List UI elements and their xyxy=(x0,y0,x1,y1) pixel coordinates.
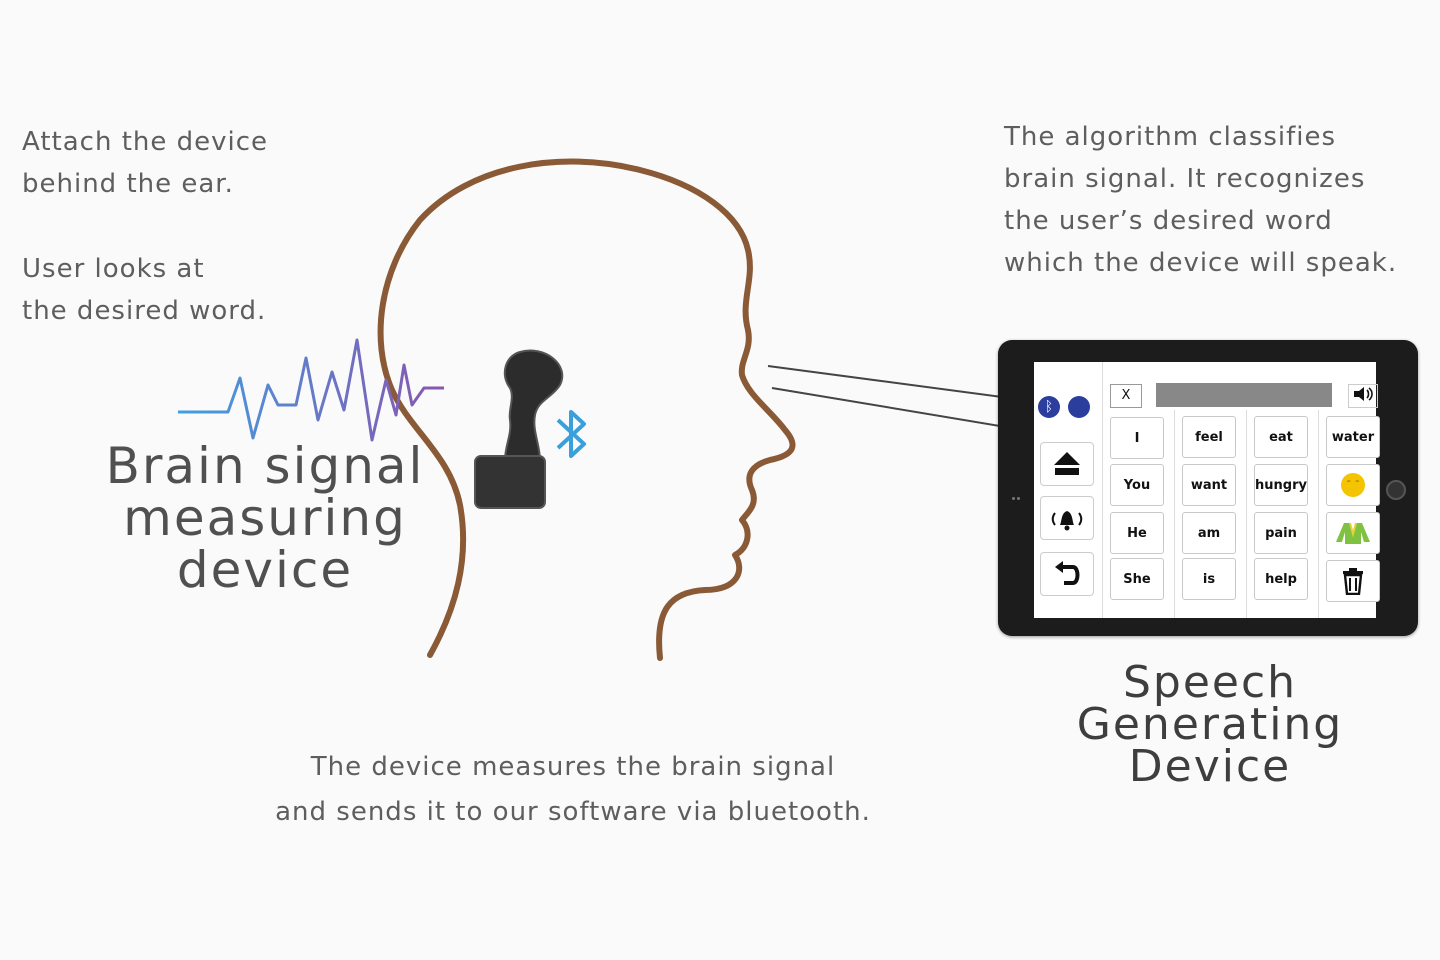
title-line: Speech Generating xyxy=(1076,657,1344,750)
instruction-line: behind the ear. xyxy=(22,169,234,199)
clear-button[interactable]: X xyxy=(1110,384,1142,408)
title-line: device xyxy=(176,541,354,599)
brain-wave xyxy=(178,338,444,442)
clothes-button[interactable] xyxy=(1326,512,1380,554)
description-line: The device measures the brain signal xyxy=(310,752,836,782)
word-button[interactable]: want xyxy=(1182,464,1236,506)
word-button[interactable]: She xyxy=(1110,558,1164,600)
device-description: The device measures the brain signal and… xyxy=(0,745,1146,835)
tablet-sidebar: ᛒ xyxy=(1034,362,1103,618)
word-button[interactable]: eat xyxy=(1254,416,1308,458)
bluetooth-icon[interactable]: ᛒ xyxy=(1038,396,1060,418)
brain-device-title: Brain signal measuring device xyxy=(100,440,430,596)
instruction-line: User looks at xyxy=(22,254,205,284)
bluetooth-icon xyxy=(556,410,586,458)
tablet-screen: ᛒ X xyxy=(1034,362,1380,618)
eeg-device-icon xyxy=(474,349,564,509)
delete-button[interactable] xyxy=(1326,560,1380,602)
instruction-attach: Attach the device behind the ear. xyxy=(22,121,268,205)
head-outline xyxy=(377,158,796,661)
speak-button[interactable] xyxy=(1348,384,1378,408)
word-button[interactable]: pain xyxy=(1254,512,1308,554)
description-line: brain signal. It recognizes xyxy=(1004,164,1366,194)
sgd-title: Speech Generating Device xyxy=(990,657,1430,792)
shirt-icon xyxy=(1336,522,1370,544)
word-button[interactable]: am xyxy=(1182,512,1236,554)
emotion-button[interactable]: ˉ ˉ xyxy=(1326,464,1380,506)
message-bar xyxy=(1156,383,1332,407)
alarm-bell-icon xyxy=(1051,511,1083,531)
word-button[interactable]: I xyxy=(1110,417,1164,459)
trash-icon xyxy=(1343,568,1363,595)
smiley-icon: ˉ ˉ xyxy=(1341,473,1365,497)
title-line: Device xyxy=(1128,741,1292,792)
title-line: Brain signal xyxy=(105,437,425,495)
undo-icon xyxy=(1055,561,1080,585)
instruction-line: Attach the device xyxy=(22,127,269,157)
word-button[interactable]: You xyxy=(1110,464,1164,506)
tablet-device: ᛒ X xyxy=(998,340,1418,636)
instruction-look: User looks at the desired word. xyxy=(22,248,266,332)
description-line: which the device will speak. xyxy=(1004,248,1398,278)
tablet-sensor-dots xyxy=(1012,485,1022,500)
word-button[interactable]: hungry xyxy=(1254,464,1308,506)
alarm-button[interactable] xyxy=(1040,496,1094,540)
undo-button[interactable] xyxy=(1040,552,1094,596)
word-button[interactable]: water xyxy=(1326,416,1380,458)
home-icon xyxy=(1054,452,1080,475)
tablet-home-button[interactable] xyxy=(1386,480,1406,500)
algorithm-description: The algorithm classifies brain signal. I… xyxy=(1004,116,1397,284)
word-button[interactable]: help xyxy=(1254,558,1308,600)
word-button[interactable]: is xyxy=(1182,558,1236,600)
word-button[interactable]: feel xyxy=(1182,416,1236,458)
title-line: measuring xyxy=(123,489,407,547)
status-dot xyxy=(1068,396,1090,418)
description-line: and sends it to our software via bluetoo… xyxy=(275,797,871,827)
description-line: The algorithm classifies xyxy=(1004,122,1337,152)
home-button[interactable] xyxy=(1040,442,1094,486)
word-button[interactable]: He xyxy=(1110,512,1164,554)
instruction-line: the desired word. xyxy=(22,296,267,326)
description-line: the user’s desired word xyxy=(1004,206,1333,236)
speaker-icon xyxy=(1354,387,1373,401)
